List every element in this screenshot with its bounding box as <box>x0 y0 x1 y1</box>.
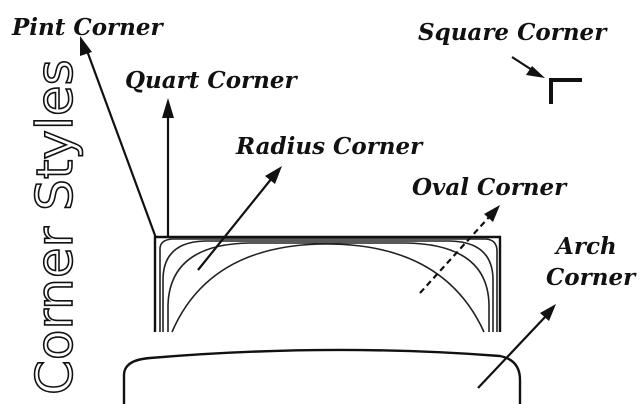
bottom-arch-shape <box>122 348 522 404</box>
label-oval-corner: Oval Corner <box>412 174 568 201</box>
label-pint-corner: Pint Corner <box>11 14 165 41</box>
oval-arrow-line <box>419 215 491 294</box>
radius-arrow-line <box>197 177 273 271</box>
label-arch-corner-line2: Corner <box>546 264 637 291</box>
label-radius-corner: Radius Corner <box>235 133 424 160</box>
label-quart-corner: Quart Corner <box>125 67 299 94</box>
square-arrow-head <box>526 66 545 78</box>
corner-shapes <box>153 235 502 333</box>
arch-corner-outline <box>171 243 485 333</box>
quart-corner-outline <box>159 238 498 332</box>
arch-arrow-head <box>540 304 556 321</box>
arch-arrow-line <box>477 315 547 389</box>
label-arch-corner-line1: Arch <box>554 233 617 260</box>
oval-arrow-head <box>484 205 500 222</box>
pint-arrow-line <box>84 47 158 239</box>
label-square-corner: Square Corner <box>418 19 608 46</box>
radius-arrow-head <box>265 166 282 184</box>
pointer-arrows <box>80 36 556 389</box>
oval-corner-outline <box>167 242 490 332</box>
square-arrow-line <box>511 56 533 71</box>
pint-arrow-head <box>80 36 92 56</box>
square-corner-symbol <box>549 78 582 104</box>
radius-corner-outline <box>162 240 494 332</box>
quart-arrow-head <box>162 98 174 118</box>
pint-corner-outline <box>153 235 502 332</box>
diagram-title: Corner Styles <box>26 59 84 395</box>
